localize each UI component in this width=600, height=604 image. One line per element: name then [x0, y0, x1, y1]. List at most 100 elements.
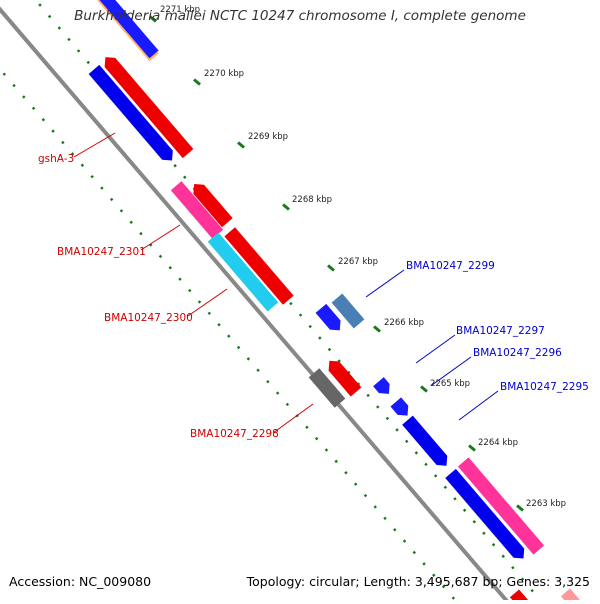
- inner-ring-dot: [227, 334, 231, 338]
- label-BMA10247_2298[interactable]: BMA10247_2298: [190, 428, 279, 440]
- outer-ring-dot: [520, 577, 525, 581]
- inner-ring-dot: [344, 471, 348, 475]
- inner-ring-dot: [441, 584, 446, 589]
- outer-ring-dot: [433, 474, 438, 478]
- inner-ring-dot: [432, 573, 436, 578]
- outer-ring-dot: [482, 531, 486, 535]
- label-BMA10247_2299[interactable]: BMA10247_2299: [406, 260, 495, 272]
- inner-ring-dot: [129, 220, 133, 224]
- label-gshA-3[interactable]: gshA-3: [38, 153, 74, 165]
- inner-ring-dot: [168, 266, 172, 270]
- outer-ring-dot: [385, 416, 390, 421]
- inner-ring-dot: [305, 425, 309, 429]
- tick-mark-2264: [468, 444, 476, 452]
- inner-ring-dot: [80, 163, 85, 168]
- inner-ring-dot: [373, 505, 377, 509]
- inner-ring-dot: [363, 493, 368, 498]
- tick-label-2269: 2269 kbp: [248, 132, 288, 142]
- feature-BMA10247_2301[interactable]: [170, 181, 224, 239]
- label-BMA10247_2297[interactable]: BMA10247_2297: [456, 325, 545, 337]
- inner-ring-dot: [22, 95, 26, 99]
- tick-label-2264: 2264 kbp: [478, 438, 518, 448]
- genome-backbone: [0, 6, 513, 604]
- label-BMA10247_2300[interactable]: BMA10247_2300: [104, 312, 193, 324]
- leader-BMA10247_2297: [415, 334, 456, 364]
- outer-ring-dot: [308, 324, 312, 329]
- outer-ring-dot: [501, 554, 505, 558]
- inner-ring-dot: [51, 129, 55, 133]
- outer-ring-dot: [530, 588, 534, 593]
- inner-ring-dot: [314, 436, 319, 441]
- tick-mark-2269: [237, 141, 245, 149]
- outer-ring-dot: [414, 451, 419, 455]
- inner-ring-dot: [70, 152, 75, 156]
- label-BMA10247_2301[interactable]: BMA10247_2301: [57, 246, 146, 258]
- leader-BMA10247_2295: [458, 390, 499, 421]
- feature-gshA-3[interactable]: [88, 64, 178, 165]
- label-leaders: [73, 132, 499, 434]
- feature-blue-2299a[interactable]: [315, 303, 346, 335]
- outer-ring-dot: [462, 508, 467, 513]
- outer-ring-dot: [67, 37, 71, 42]
- outer-ring-dot: [327, 347, 332, 352]
- inner-ring-dot: [41, 117, 46, 122]
- inner-ring-dot: [207, 311, 212, 316]
- leader-BMA10247_2300: [187, 288, 228, 317]
- outer-ring-dot: [318, 336, 322, 340]
- outer-ring-dot: [86, 60, 90, 65]
- feature-red-upper[interactable]: [100, 53, 194, 159]
- inner-ring-dot: [334, 459, 338, 464]
- tick-label-2268: 2268 kbp: [292, 195, 332, 205]
- outer-ring-dot: [443, 485, 448, 490]
- outer-ring-dot: [491, 543, 496, 547]
- feature-BMA10247_2296[interactable]: [390, 397, 412, 420]
- inner-ring-dot: [197, 300, 202, 304]
- inner-ring-dot: [393, 527, 397, 532]
- inner-ring-dot: [256, 368, 260, 373]
- feature-red-lower[interactable]: [224, 227, 294, 305]
- outer-ring-dot: [289, 301, 293, 306]
- outer-ring-dot: [183, 175, 187, 179]
- tick-mark-2268: [282, 203, 290, 211]
- outer-ring-dot: [173, 164, 177, 168]
- inner-ring-dot: [412, 550, 417, 555]
- outer-ring-dot: [38, 3, 42, 7]
- feature-pink-bottom[interactable]: [457, 457, 545, 555]
- feature-BMA10247_2300[interactable]: [207, 232, 279, 312]
- inner-ring-dot: [236, 345, 241, 350]
- outer-ring-dot: [298, 313, 303, 317]
- inner-ring-dot: [217, 322, 221, 327]
- feature-red-bottom-edge: [509, 589, 533, 604]
- leader-BMA10247_2299: [365, 269, 405, 298]
- reverse-strand-features: [88, 0, 362, 408]
- feature-red-middle[interactable]: [189, 179, 233, 228]
- feature-BMA10247_2297[interactable]: [373, 377, 394, 398]
- outer-ring-dot: [337, 359, 341, 363]
- tick-mark-2266: [373, 325, 381, 333]
- genome-title: Burkholderia mallei NCTC 10247 chromosom…: [74, 8, 526, 24]
- feature-blue-bottom[interactable]: [445, 468, 529, 563]
- outer-ring-dot: [511, 565, 515, 570]
- tick-label-2263: 2263 kbp: [526, 499, 566, 509]
- outer-ring-dot: [395, 428, 399, 432]
- leader-BMA10247_2301: [140, 224, 181, 251]
- feature-BMA10247_2298[interactable]: [308, 368, 346, 408]
- inner-ring-dot: [266, 379, 270, 384]
- outer-ring-dot: [57, 26, 62, 30]
- outer-ring-dot: [424, 462, 428, 467]
- feature-BMA10247_2299[interactable]: [331, 293, 365, 329]
- feature-BMA10247_2295[interactable]: [402, 415, 452, 471]
- inner-ring-dot: [139, 231, 143, 236]
- genome-summary-text: Topology: circular; Length: 3,495,687 bp…: [246, 574, 590, 589]
- inner-ring-dot: [246, 357, 251, 361]
- inner-ring-dot: [353, 482, 358, 486]
- label-BMA10247_2296[interactable]: BMA10247_2296: [473, 347, 562, 359]
- tick-label-2266: 2266 kbp: [384, 318, 424, 328]
- tick-mark-2265: [420, 385, 428, 393]
- label-BMA10247_2295[interactable]: BMA10247_2295: [500, 381, 589, 393]
- feature-blue-top: [97, 0, 159, 59]
- feature-red-small[interactable]: [324, 356, 362, 397]
- inner-ring-dot: [158, 254, 163, 259]
- outer-ring-dot: [404, 439, 409, 444]
